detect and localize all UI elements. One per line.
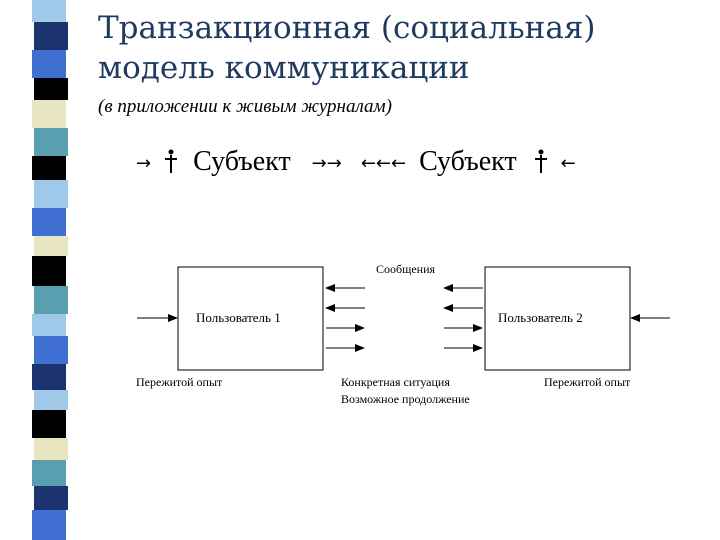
decorative-stripe: [32, 460, 66, 486]
decorative-stripe: [34, 78, 68, 100]
communication-formula: → Субъект →→ ←←← Субъект ←: [136, 146, 576, 179]
page-title: Транзакционная (социальная) модель комму…: [98, 10, 596, 86]
decorative-stripe: [32, 510, 66, 540]
decorative-stripe: [32, 410, 66, 438]
page-subtitle: (в приложении к живым журналам): [98, 96, 392, 117]
decorative-stripe: [34, 236, 68, 256]
subject-left-label: Субъект: [193, 146, 291, 177]
user2-label: Пользователь 2: [498, 310, 583, 325]
decorative-stripe: [34, 22, 68, 50]
continuation-label: Возможное продолжение: [341, 392, 470, 406]
decorative-stripe: [34, 390, 68, 410]
decorative-stripe: [32, 314, 66, 336]
person-icon: [164, 149, 178, 179]
decorative-stripe: [34, 336, 68, 364]
arrows-left-icon: ←←←: [360, 153, 407, 175]
experience-left-label: Пережитой опыт: [136, 375, 223, 389]
messages-label: Сообщения: [376, 262, 436, 276]
arrows-right-icon: →→: [311, 153, 342, 175]
decorative-stripe: [32, 256, 66, 286]
decorative-stripe: [32, 100, 66, 128]
decorative-stripe: [34, 286, 68, 314]
decorative-stripe: [32, 156, 66, 180]
arrow-right-icon: →: [136, 153, 152, 175]
situation-label: Конкретная ситуация: [341, 375, 450, 389]
arrow-left-icon: ←: [560, 153, 576, 175]
decorative-stripe-bar: [0, 0, 68, 540]
user1-label: Пользователь 1: [196, 310, 281, 325]
decorative-stripe: [34, 128, 68, 156]
decorative-stripe: [34, 438, 68, 460]
decorative-stripe: [32, 50, 66, 78]
decorative-stripe: [32, 0, 66, 22]
decorative-stripe: [34, 486, 68, 510]
decorative-stripe: [34, 180, 68, 208]
subject-right-label: Субъект: [419, 146, 517, 177]
user1-box: [177, 266, 324, 371]
decorative-stripe: [32, 208, 66, 236]
decorative-stripe: [32, 364, 66, 390]
person-icon: [534, 149, 548, 179]
experience-right-label: Пережитой опыт: [544, 375, 631, 389]
